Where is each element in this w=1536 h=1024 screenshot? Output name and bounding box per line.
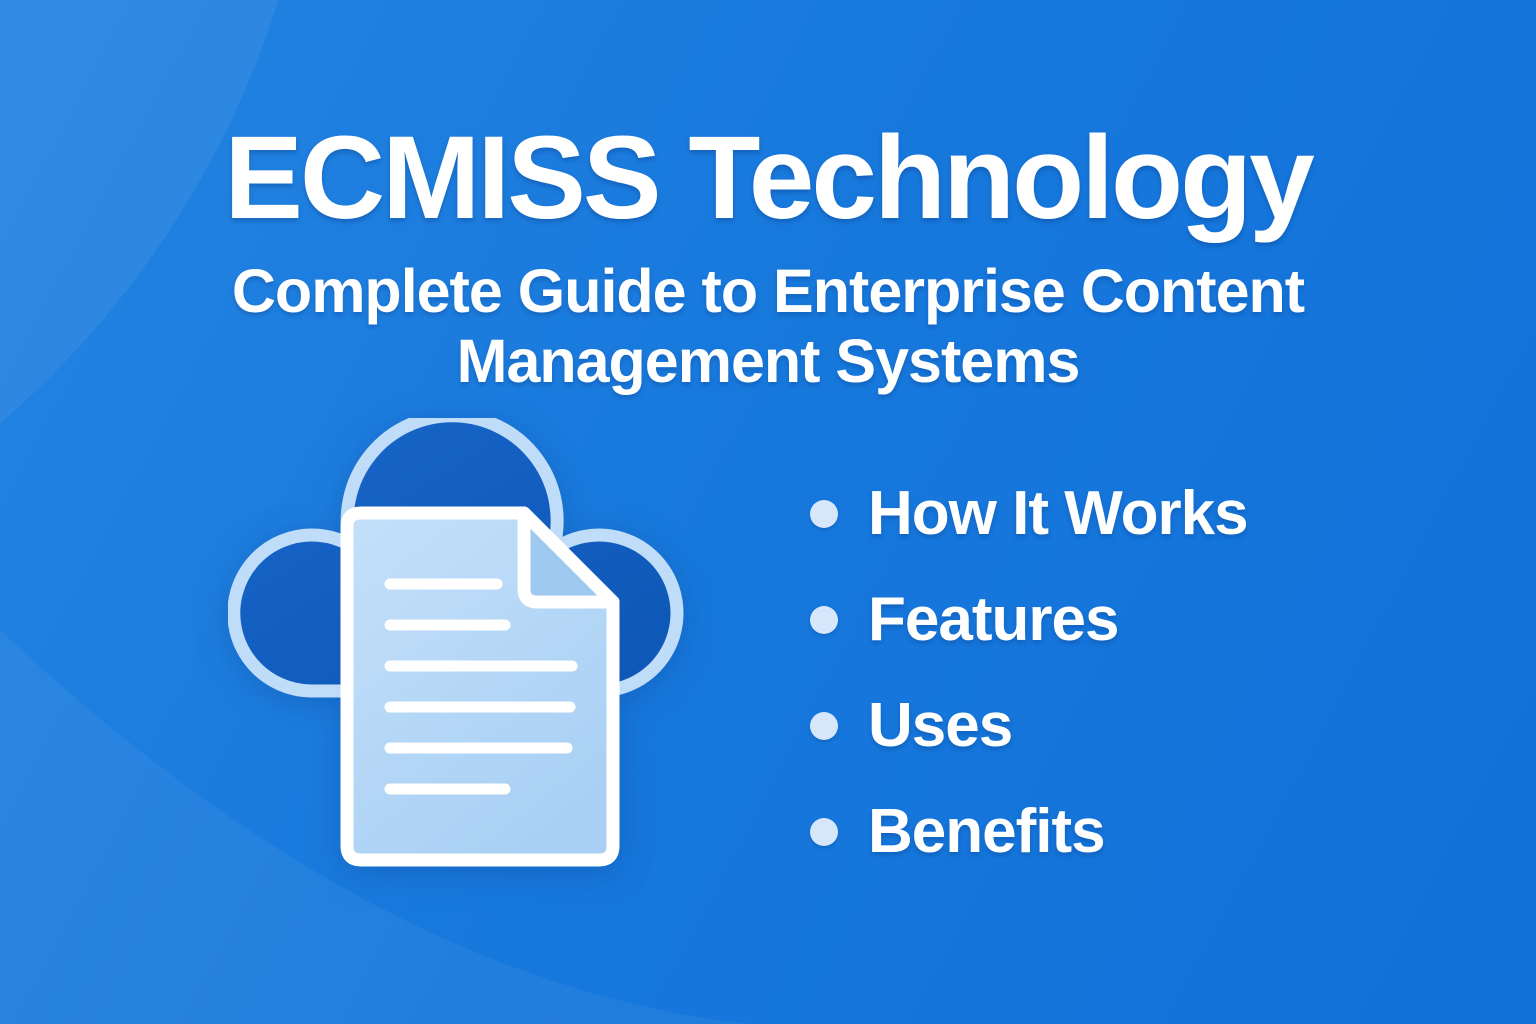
topics-list: How It Works Features Uses Benefits bbox=[810, 479, 1249, 908]
cloud-document-icon bbox=[228, 418, 684, 867]
list-item: How It Works bbox=[810, 479, 1249, 548]
list-item-label: How It Works bbox=[868, 479, 1249, 548]
list-item-label: Uses bbox=[868, 691, 1013, 760]
bullet-dot-icon bbox=[810, 712, 838, 740]
page-subtitle: Complete Guide to Enterprise Content Man… bbox=[231, 257, 1305, 395]
list-item-label: Benefits bbox=[868, 797, 1106, 866]
bullet-dot-icon bbox=[810, 606, 838, 634]
bullet-dot-icon bbox=[810, 818, 838, 846]
bullet-dot-icon bbox=[810, 500, 838, 528]
document-text-lines bbox=[384, 578, 578, 795]
list-item: Benefits bbox=[810, 797, 1248, 866]
page-title: ECMISS Technology bbox=[224, 112, 1315, 244]
document-icon bbox=[340, 506, 620, 867]
list-item: Features bbox=[810, 585, 1248, 654]
list-item-label: Features bbox=[868, 585, 1119, 654]
document-fold-corner bbox=[517, 506, 620, 609]
list-item: Uses bbox=[810, 691, 1248, 760]
